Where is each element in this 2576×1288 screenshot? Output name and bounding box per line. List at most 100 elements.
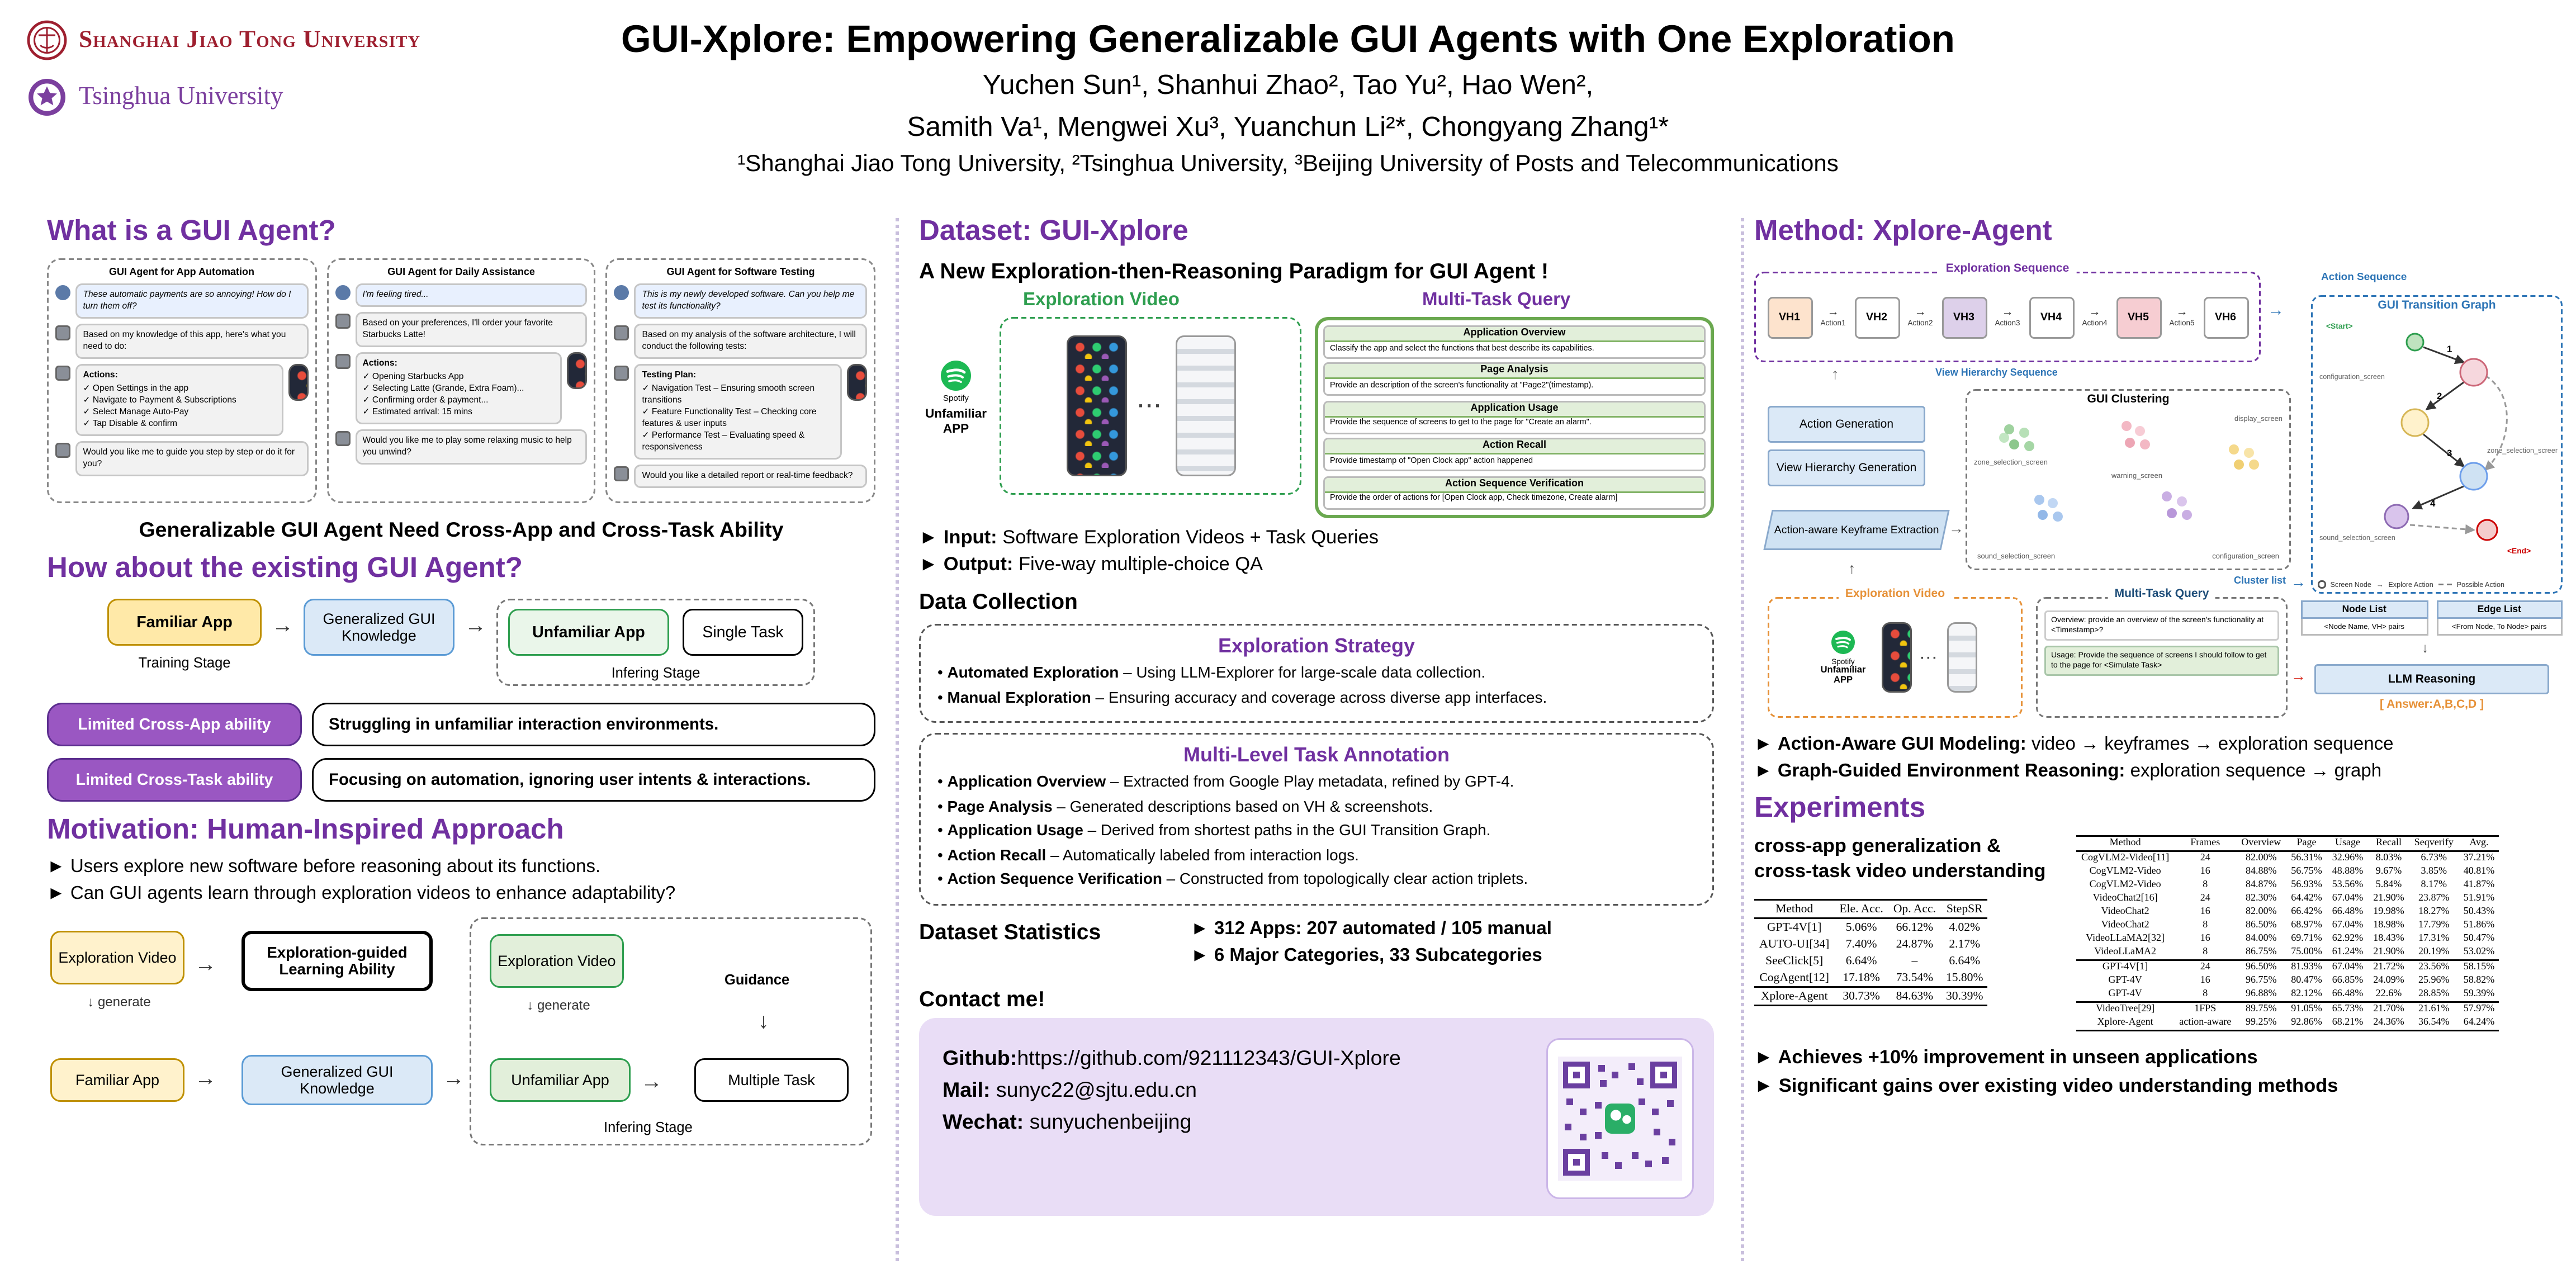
generate-label: ↓ generate xyxy=(527,998,590,1014)
vh-node: VH3 xyxy=(1941,296,1987,338)
action-sequence-label: Action Sequence xyxy=(2321,272,2407,283)
table-cell: 17.79% xyxy=(2418,921,2450,931)
table-cell: 66.48% xyxy=(2332,989,2364,1000)
actions-list: ✓ Opening Starbucks App ✓ Selecting Latt… xyxy=(362,371,524,417)
table-cell: 24.87% xyxy=(1896,937,1934,951)
robot-avatar-icon xyxy=(614,366,630,381)
query-card: Action Recall Provide timestamp of "Open… xyxy=(1323,438,1706,472)
strategy-item: • Manual Exploration – Ensuring accuracy… xyxy=(937,688,1547,705)
limitation-label-pill: Limited Cross-App ability xyxy=(47,703,302,747)
table-cell: 23.56% xyxy=(2418,963,2450,973)
limitation-row: Limited Cross-App ability Struggling in … xyxy=(47,703,875,747)
table-cell: 36.54% xyxy=(2418,1018,2450,1028)
table-cell: 6.64% xyxy=(1949,954,1981,968)
table-cell: 67.04% xyxy=(2332,921,2364,931)
user-message: I'm feeling tired... xyxy=(355,283,588,307)
table-cell: 8 xyxy=(2203,989,2208,1000)
table-cell: 24 xyxy=(2200,854,2210,864)
multi-task-query-label: Multi-Task Query xyxy=(2108,589,2216,600)
cluster-dots xyxy=(2004,424,2014,434)
table-cell: 50.47% xyxy=(2463,934,2495,944)
method-diagram: Exploration Sequence VH1 →Action1 VH2 →A… xyxy=(1754,258,2566,728)
robot-avatar-icon xyxy=(55,443,70,458)
gui-knowledge-box: Generalized GUI Knowledge xyxy=(242,1055,433,1106)
table-cell: 51.91% xyxy=(2463,894,2495,904)
annotation-item: • Application Usage – Derived from short… xyxy=(937,822,1491,839)
column-header: Seqverify xyxy=(2414,839,2454,849)
arrow-up-icon: ↑ xyxy=(1848,560,1856,577)
query-list: Application Overview Classify the app an… xyxy=(1315,317,1714,518)
spotify-icon xyxy=(1831,629,1855,654)
table-cell: GPT-4V[1] xyxy=(2102,963,2148,973)
wechat-qr-code xyxy=(1558,1057,1682,1181)
table-cell: 6.64% xyxy=(1845,954,1877,968)
table-cell: 40.81% xyxy=(2463,867,2495,877)
table-cell: 59.39% xyxy=(2463,989,2495,1000)
app-screenshot-thumbnail xyxy=(847,364,868,401)
query-title: Page Analysis xyxy=(1325,364,1704,380)
bullet-arrow-icon: ► xyxy=(47,857,65,878)
table-cell: 61.24% xyxy=(2332,948,2364,958)
edge-list-header: Edge List xyxy=(2436,600,2563,619)
table-cell: 21.90% xyxy=(2373,948,2404,958)
limitation-label-pill: Limited Cross-Task ability xyxy=(47,758,302,802)
motivation-bullet: ► Can GUI agents learn through explorati… xyxy=(47,884,676,905)
app-screenshot-thumbnail xyxy=(1882,622,1912,693)
claim-statement: Generalizable GUI Agent Need Cross-App a… xyxy=(139,518,784,542)
query-text: Provide the sequence of screens to get t… xyxy=(1330,420,1592,429)
table-cell: 75.00% xyxy=(2291,948,2322,958)
exploration-video-label: Exploration Video xyxy=(1838,589,1952,600)
table-cell: 82.00% xyxy=(2245,907,2277,917)
arrow-right-icon: → xyxy=(465,612,486,638)
tsinghua-logo-icon xyxy=(29,79,65,116)
method-bullets: ► Action-Aware GUI Modeling: video → key… xyxy=(1754,735,2566,782)
table-cell: 2.17% xyxy=(1949,937,1981,951)
node-list-header: Node List xyxy=(2301,600,2428,619)
familiar-app-box: Familiar App xyxy=(50,1058,184,1102)
limitation-description: Focusing on automation, ignoring user in… xyxy=(312,758,875,802)
limitations-list: Limited Cross-App ability Struggling in … xyxy=(47,703,875,802)
llm-reasoning-box: LLM Reasoning xyxy=(2314,664,2549,694)
generate-label: ↓ generate xyxy=(87,995,151,1010)
method-bullet: ► Graph-Guided Environment Reasoning: ex… xyxy=(1754,761,2382,782)
statistic-item: ► 6 Major Categories, 33 Subcategories xyxy=(1191,946,1542,967)
gui-transition-graph-box: GUI Transition Graph xyxy=(2311,295,2563,594)
table-cell: 92.86% xyxy=(2291,1018,2322,1028)
multi-task-query-box: Multi-Task Query Overview: provide an ov… xyxy=(2036,589,2288,718)
table-cell: 99.25% xyxy=(2245,1018,2277,1028)
actions-title: Actions: xyxy=(362,358,397,368)
bullet-arrow-icon: ► xyxy=(47,884,65,905)
learning-ability-box: Exploration-guided Learning Ability xyxy=(242,931,433,992)
cluster-dots xyxy=(2162,491,2172,501)
arrow-right-icon: → xyxy=(195,951,216,977)
table-cell: 81.93% xyxy=(2291,963,2322,973)
action-step: →Action2 xyxy=(1907,307,1933,327)
agent-message: Based on my analysis of the software arc… xyxy=(634,324,868,359)
start-label: <Start> xyxy=(2326,322,2353,330)
column-header: Method xyxy=(2109,839,2141,849)
bullet-arrow-icon: ► xyxy=(1191,919,1209,940)
table-cell: 16 xyxy=(2200,934,2210,944)
view-hierarchy-generation-box: View Hierarchy Generation xyxy=(1768,449,1925,486)
edge-list: Edge List <From Node, To Node> pairs xyxy=(2436,600,2563,636)
column-header: Op. Acc. xyxy=(1893,902,1936,916)
authors-line-2: Samith Va¹, Mengwei Xu³, Yuanchun Li²*, … xyxy=(907,112,1669,143)
io-lines: ► Input: Software Exploration Videos + T… xyxy=(919,528,1714,575)
contact-line: Mail: sunyc22@sjtu.edu.cn xyxy=(943,1078,1197,1102)
table-cell: 67.04% xyxy=(2332,963,2364,973)
unfamiliar-app-box: Unfamiliar App xyxy=(490,1058,631,1102)
table-row: CogAgent[12]17.18%73.54%15.80% xyxy=(1754,969,1988,987)
table-cell: 4.02% xyxy=(1949,920,1981,934)
authors-line-1: Yuchen Sun¹, Shanhui Zhao², Tao Yu², Hao… xyxy=(982,70,1594,101)
cluster-dots xyxy=(2122,421,2132,431)
column-intro: What is a GUI Agent? GUI Agent for App A… xyxy=(47,215,876,1163)
query-card: Application Usage Provide the sequence o… xyxy=(1323,400,1706,434)
table-cell: 84.87% xyxy=(2245,880,2277,891)
exploration-strategy-box: Exploration Strategy • Automated Explora… xyxy=(919,624,1714,723)
arrow-right-icon: → xyxy=(2176,307,2188,319)
arrow-down-icon: ↓ xyxy=(2422,641,2428,656)
table-cell: 82.00% xyxy=(2245,854,2277,864)
